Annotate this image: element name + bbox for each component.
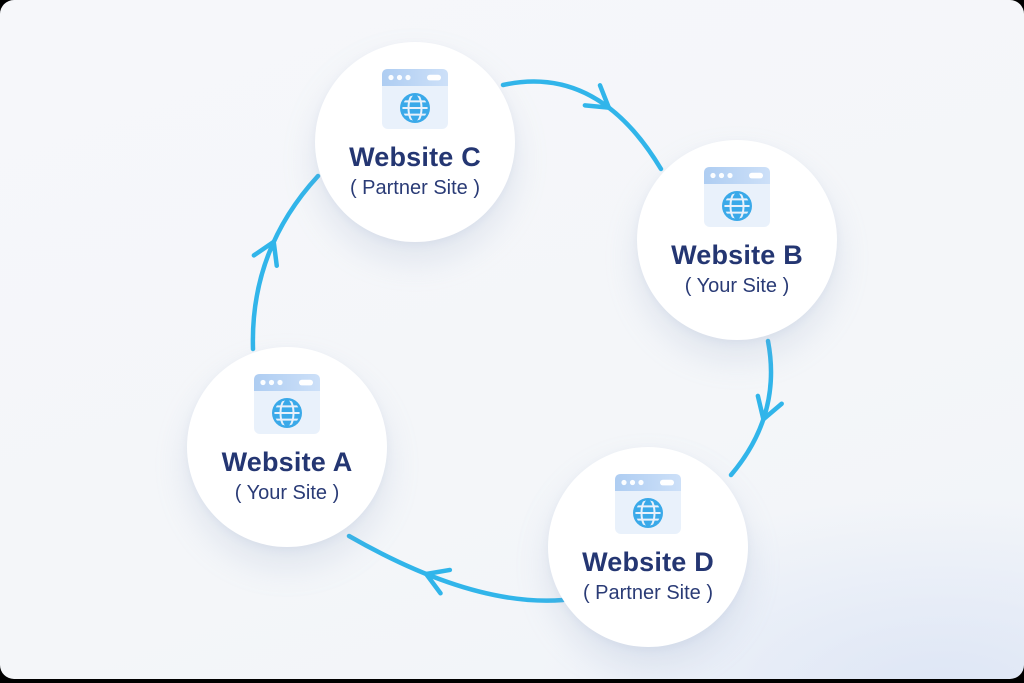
node-title: Website D — [582, 547, 714, 577]
node-website-d: Website D ( Partner Site ) — [548, 447, 748, 647]
arrow-head — [251, 239, 276, 258]
arrow-head — [423, 571, 443, 596]
node-title: Website A — [221, 447, 353, 477]
node-website-b: Website B ( Your Site ) — [637, 140, 837, 340]
browser-globe-icon — [381, 68, 449, 130]
node-website-a: Website A ( Your Site ) — [187, 347, 387, 547]
arrow-d-to-a — [346, 533, 566, 603]
browser-globe-icon — [614, 473, 682, 535]
arrow-head — [755, 393, 766, 422]
browser-globe-icon — [703, 166, 771, 228]
node-title: Website B — [671, 240, 803, 270]
node-subtitle: ( Partner Site ) — [349, 177, 481, 200]
node-subtitle: ( Partner Site ) — [582, 582, 714, 605]
arrow-c-to-b — [500, 79, 664, 172]
browser-globe-icon — [253, 373, 321, 435]
arrow-head — [423, 567, 453, 577]
arrow-a-to-c — [250, 173, 321, 352]
arrow-head — [597, 83, 612, 110]
node-title: Website C — [349, 142, 481, 172]
node-subtitle: ( Your Site ) — [234, 482, 340, 505]
node-subtitle: ( Your Site ) — [684, 275, 790, 298]
arrow-head — [271, 239, 279, 268]
arrow-head — [761, 401, 784, 422]
arrow-head — [582, 103, 612, 110]
arrow-b-to-d — [728, 338, 774, 478]
node-website-c: Website C ( Partner Site ) — [315, 42, 515, 242]
